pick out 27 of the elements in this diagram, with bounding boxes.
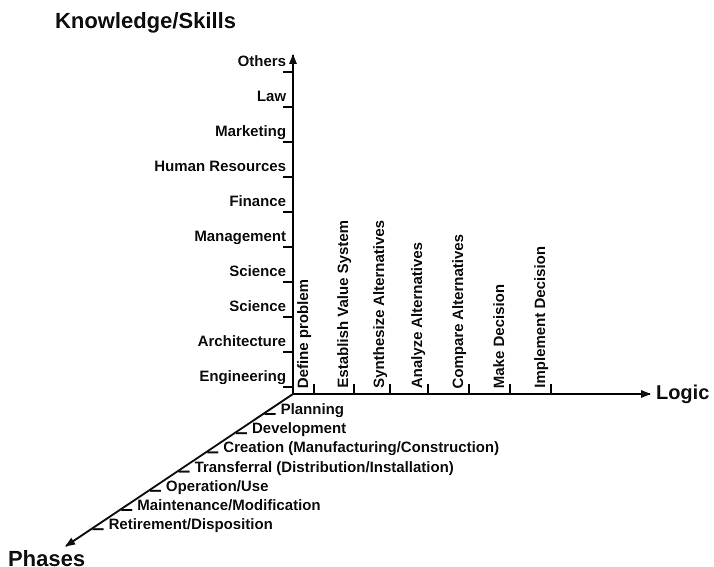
axis-title: Logic: [656, 381, 710, 406]
axis-category-label: Others: [238, 53, 286, 70]
axis-category-label: Establish Value System: [335, 220, 352, 388]
axis-category-label: Maintenance/Modification: [137, 497, 321, 514]
axis-category-label: Human Resources: [154, 158, 286, 175]
axis-category-label: Analyze Alternatives: [409, 242, 426, 388]
axis-title: Phases: [8, 546, 86, 567]
axis-category-label: Law: [256, 88, 286, 105]
axis-category-label: Science: [229, 263, 286, 280]
axis-category-label: Define problem: [295, 278, 312, 388]
axis-category-label: Finance: [229, 193, 286, 210]
axis-category-label: Transferral (Distribution/Installation): [194, 458, 454, 476]
axis-category-label: Retirement/Disposition: [108, 516, 273, 534]
axis-category-label: Science: [229, 298, 286, 315]
axis-category-label: Development: [252, 420, 346, 438]
axis-category-label: Planning: [280, 401, 344, 418]
axis-category-label: Operation/Use: [166, 478, 268, 495]
axis-category-label: Engineering: [199, 368, 286, 385]
axis-category-label: Compare Alternatives: [450, 234, 467, 388]
axis-title: Knowledge/Skills: [55, 8, 236, 33]
axis-category-label: Make Decision: [491, 284, 508, 388]
axis-category-label: Management: [194, 228, 286, 245]
axis-category-label: Synthesize Alternatives: [371, 220, 388, 388]
axis-category-label: Implement Decision: [532, 246, 549, 388]
axis-category-label: Marketing: [215, 123, 286, 140]
axis-category-label: Creation (Manufacturing/Construction): [223, 439, 500, 456]
axis-category-label: Architecture: [198, 333, 286, 350]
